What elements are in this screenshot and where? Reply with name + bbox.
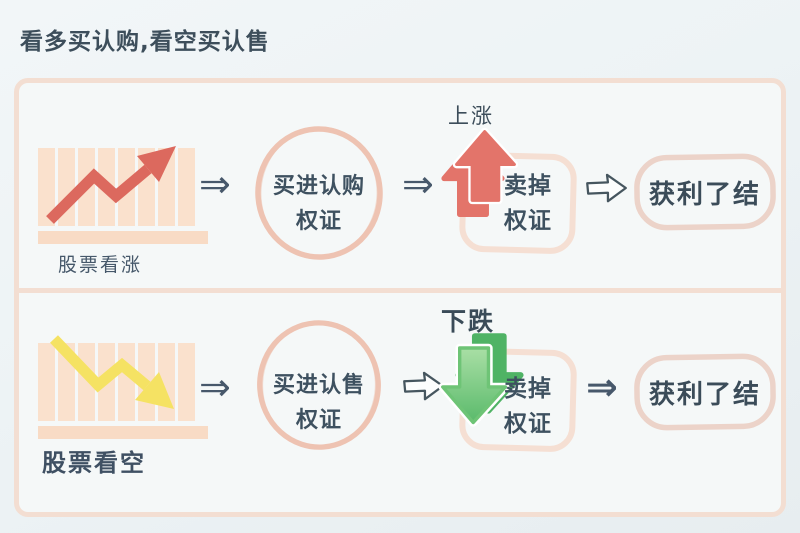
down-arrow-icon (438, 333, 524, 427)
trend-down-label: 下跌 (441, 307, 496, 336)
take-profit-label: 获利了结 (648, 379, 761, 410)
falling-stock-chart-icon (38, 335, 208, 439)
buy-put-label: 买进认售 权证 (250, 368, 388, 438)
panel-divider (19, 288, 781, 293)
chart-caption-bearish: 股票看空 (42, 449, 146, 477)
rising-stock-chart-icon (38, 146, 208, 244)
buy-put-line2: 权证 (295, 408, 342, 433)
page-title: 看多买认购,看空买认售 (20, 29, 270, 55)
sell-warrant-label: 卖掉 权证 (477, 372, 579, 442)
trend-up-label: 上涨 (448, 104, 494, 128)
take-profit-label-wrap: 获利了结 (633, 352, 777, 432)
chart-caption-bullish: 股票看涨 (58, 254, 143, 276)
take-profit-label: 获利了结 (648, 179, 761, 210)
sell-line1: 卖掉 (504, 376, 552, 402)
take-profit-box (634, 353, 776, 431)
flow-arrow-icon: ⇒ (586, 365, 618, 409)
buy-call-line1: 买进认购 (272, 174, 365, 199)
flow-arrow-icon: ⇒ (402, 162, 434, 206)
flow-arrow-icon: ⇒ (199, 162, 231, 206)
sell-line2: 权证 (504, 411, 552, 437)
outline-arrow-icon (403, 371, 444, 401)
take-profit-box (634, 153, 776, 231)
buy-put-circle (257, 320, 381, 450)
sell-warrant-label: 卖掉 权证 (477, 169, 579, 239)
buy-call-circle (255, 126, 383, 260)
outline-arrow-icon (586, 173, 627, 203)
buy-call-line2: 权证 (295, 209, 342, 234)
sell-line1: 卖掉 (504, 173, 552, 199)
flow-arrow-icon: ⇒ (199, 365, 231, 409)
buy-call-label: 买进认购 权证 (250, 169, 388, 239)
up-arrow-icon (441, 127, 519, 218)
buy-put-line1: 买进认售 (272, 373, 365, 398)
sell-line2: 权证 (504, 208, 552, 234)
take-profit-label-wrap: 获利了结 (633, 153, 777, 231)
